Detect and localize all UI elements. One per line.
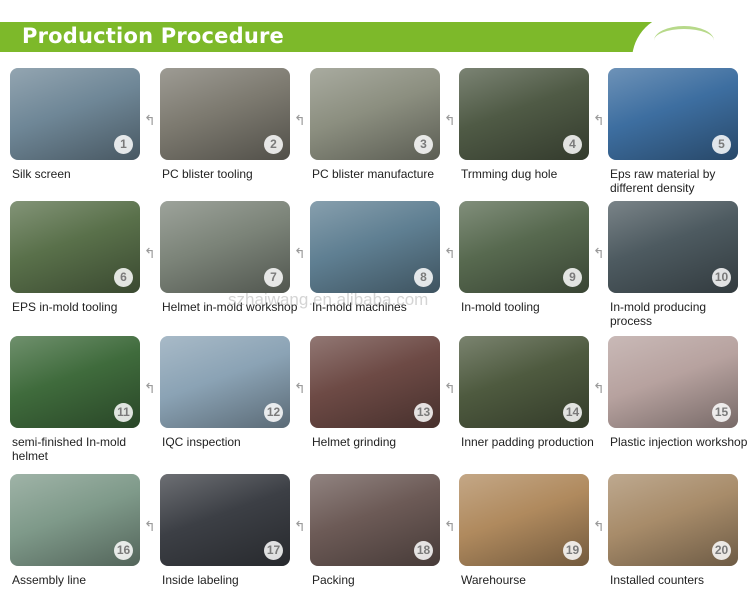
- step-number-badge: 11: [114, 403, 133, 422]
- step-number-badge: 2: [264, 135, 283, 154]
- step-number-badge: 1: [114, 135, 133, 154]
- step-caption: Installed counters: [610, 573, 705, 587]
- flow-arrow-icon: ↰: [444, 112, 456, 128]
- step-number-badge: 12: [264, 403, 283, 422]
- step-number-badge: 16: [114, 541, 133, 560]
- flow-arrow-icon: ↰: [294, 112, 306, 128]
- step-photo: 6: [10, 201, 140, 293]
- step-number-badge: 19: [563, 541, 582, 560]
- step-photo: 5: [608, 68, 738, 160]
- step-caption: In-mold producing process: [610, 300, 707, 328]
- step-caption: Eps raw material by different density: [610, 167, 716, 195]
- flow-arrow-icon: ↰: [593, 380, 605, 396]
- step-caption: PC blister tooling: [162, 167, 253, 181]
- flow-arrow-icon: ↰: [444, 518, 456, 534]
- step-number-badge: 8: [414, 268, 433, 287]
- flow-arrow-icon: ↰: [593, 518, 605, 534]
- flow-arrow-icon: ↰: [144, 518, 156, 534]
- flow-arrow-icon: ↰: [593, 245, 605, 261]
- flow-arrow-icon: ↰: [294, 245, 306, 261]
- step-caption: Inner padding production: [461, 435, 594, 449]
- step-caption: Silk screen: [12, 167, 71, 181]
- step-photo: 4: [459, 68, 589, 160]
- step-number-badge: 4: [563, 135, 582, 154]
- step-photo: 9: [459, 201, 589, 293]
- step-caption: Helmet grinding: [312, 435, 397, 449]
- step-number-badge: 5: [712, 135, 731, 154]
- step-number-badge: 20: [712, 541, 731, 560]
- step-caption: Inside labeling: [162, 573, 239, 587]
- step-number-badge: 10: [712, 268, 731, 287]
- step-caption: In-mold machines: [312, 300, 407, 314]
- step-photo: 2: [160, 68, 290, 160]
- step-number-badge: 18: [414, 541, 433, 560]
- step-photo: 13: [310, 336, 440, 428]
- step-number-badge: 7: [264, 268, 283, 287]
- step-number-badge: 3: [414, 135, 433, 154]
- step-number-badge: 6: [114, 268, 133, 287]
- step-caption: EPS in-mold tooling: [12, 300, 118, 314]
- step-photo: 7: [160, 201, 290, 293]
- step-photo: 18: [310, 474, 440, 566]
- step-caption: IQC inspection: [162, 435, 241, 449]
- step-photo: 12: [160, 336, 290, 428]
- title-banner: Production Procedure: [0, 14, 750, 60]
- flow-arrow-icon: ↰: [444, 380, 456, 396]
- step-caption: Helmet in-mold workshop: [162, 300, 298, 314]
- step-caption: semi-finished In-mold helmet: [12, 435, 127, 463]
- step-photo: 15: [608, 336, 738, 428]
- step-number-badge: 9: [563, 268, 582, 287]
- step-photo: 11: [10, 336, 140, 428]
- step-caption: PC blister manufacture: [312, 167, 435, 181]
- step-number-badge: 17: [264, 541, 283, 560]
- step-caption: Assembly line: [12, 573, 87, 587]
- flow-arrow-icon: ↰: [144, 245, 156, 261]
- step-number-badge: 13: [414, 403, 433, 422]
- step-photo: 20: [608, 474, 738, 566]
- step-photo: 1: [10, 68, 140, 160]
- step-photo: 16: [10, 474, 140, 566]
- step-photo: 19: [459, 474, 589, 566]
- step-photo: 10: [608, 201, 738, 293]
- step-number-badge: 15: [712, 403, 731, 422]
- watermark-text: szhaiwang.en.alibaba.com: [228, 290, 429, 309]
- step-caption: Warehourse: [461, 573, 526, 587]
- step-caption: Packing: [312, 573, 355, 587]
- flow-arrow-icon: ↰: [294, 518, 306, 534]
- step-photo: 3: [310, 68, 440, 160]
- flow-arrow-icon: ↰: [144, 380, 156, 396]
- flow-arrow-icon: ↰: [144, 112, 156, 128]
- step-caption: Plastic injection workshop: [610, 435, 748, 449]
- page-title: Production Procedure: [22, 24, 284, 48]
- step-caption: Trmming dug hole: [461, 167, 558, 181]
- flow-arrow-icon: ↰: [593, 112, 605, 128]
- step-photo: 17: [160, 474, 290, 566]
- flow-arrow-icon: ↰: [294, 380, 306, 396]
- flow-arrow-icon: ↰: [444, 245, 456, 261]
- step-number-badge: 14: [563, 403, 582, 422]
- step-caption: In-mold tooling: [461, 300, 540, 314]
- step-photo: 14: [459, 336, 589, 428]
- banner-decoration: [632, 14, 750, 60]
- step-photo: 8: [310, 201, 440, 293]
